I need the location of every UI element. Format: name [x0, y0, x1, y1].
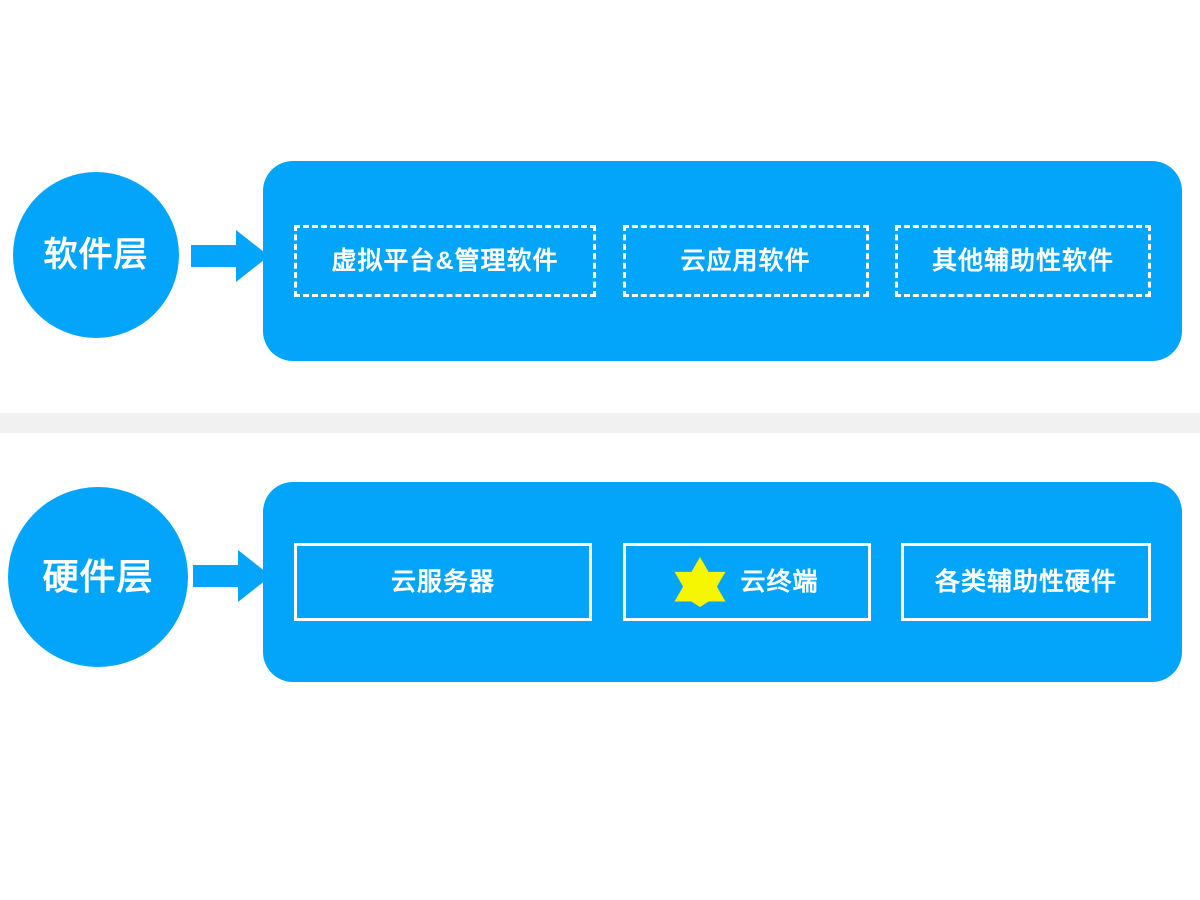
hardware-item-cloud-terminal[interactable]: 云终端 — [622, 543, 871, 621]
six-pointed-star-icon — [675, 557, 726, 607]
hardware-item-auxiliary-hardware-label: 各类辅助性硬件 — [934, 567, 1117, 596]
software-item-cloud-application-label: 云应用软件 — [680, 246, 811, 275]
hardware-layer-panel: 云服务器 云终端 各类辅助性硬件 — [263, 482, 1182, 682]
layer-circle-hardware[interactable]: 硬件层 — [8, 487, 188, 667]
hardware-item-cloud-server[interactable]: 云服务器 — [294, 543, 592, 621]
layer-circle-hardware-label: 硬件层 — [42, 556, 154, 597]
software-item-virtual-platform-label: 虚拟平台&管理软件 — [331, 246, 559, 275]
hardware-item-cloud-server-label: 云服务器 — [390, 567, 495, 596]
software-item-cloud-application[interactable]: 云应用软件 — [622, 225, 869, 297]
hardware-item-cloud-terminal-label: 云终端 — [740, 567, 819, 596]
software-item-virtual-platform[interactable]: 虚拟平台&管理软件 — [294, 225, 596, 297]
right-arrow-icon-software — [191, 230, 269, 282]
right-arrow-icon-hardware — [193, 550, 271, 602]
software-layer-panel: 虚拟平台&管理软件 云应用软件 其他辅助性软件 — [263, 161, 1182, 361]
software-item-other-auxiliary-label: 其他辅助性软件 — [931, 246, 1114, 275]
hardware-item-auxiliary-hardware[interactable]: 各类辅助性硬件 — [901, 543, 1151, 621]
section-divider — [0, 413, 1200, 433]
layer-circle-software[interactable]: 软件层 — [13, 172, 179, 338]
layer-circle-software-label: 软件层 — [43, 236, 149, 274]
software-item-other-auxiliary[interactable]: 其他辅助性软件 — [895, 225, 1151, 297]
